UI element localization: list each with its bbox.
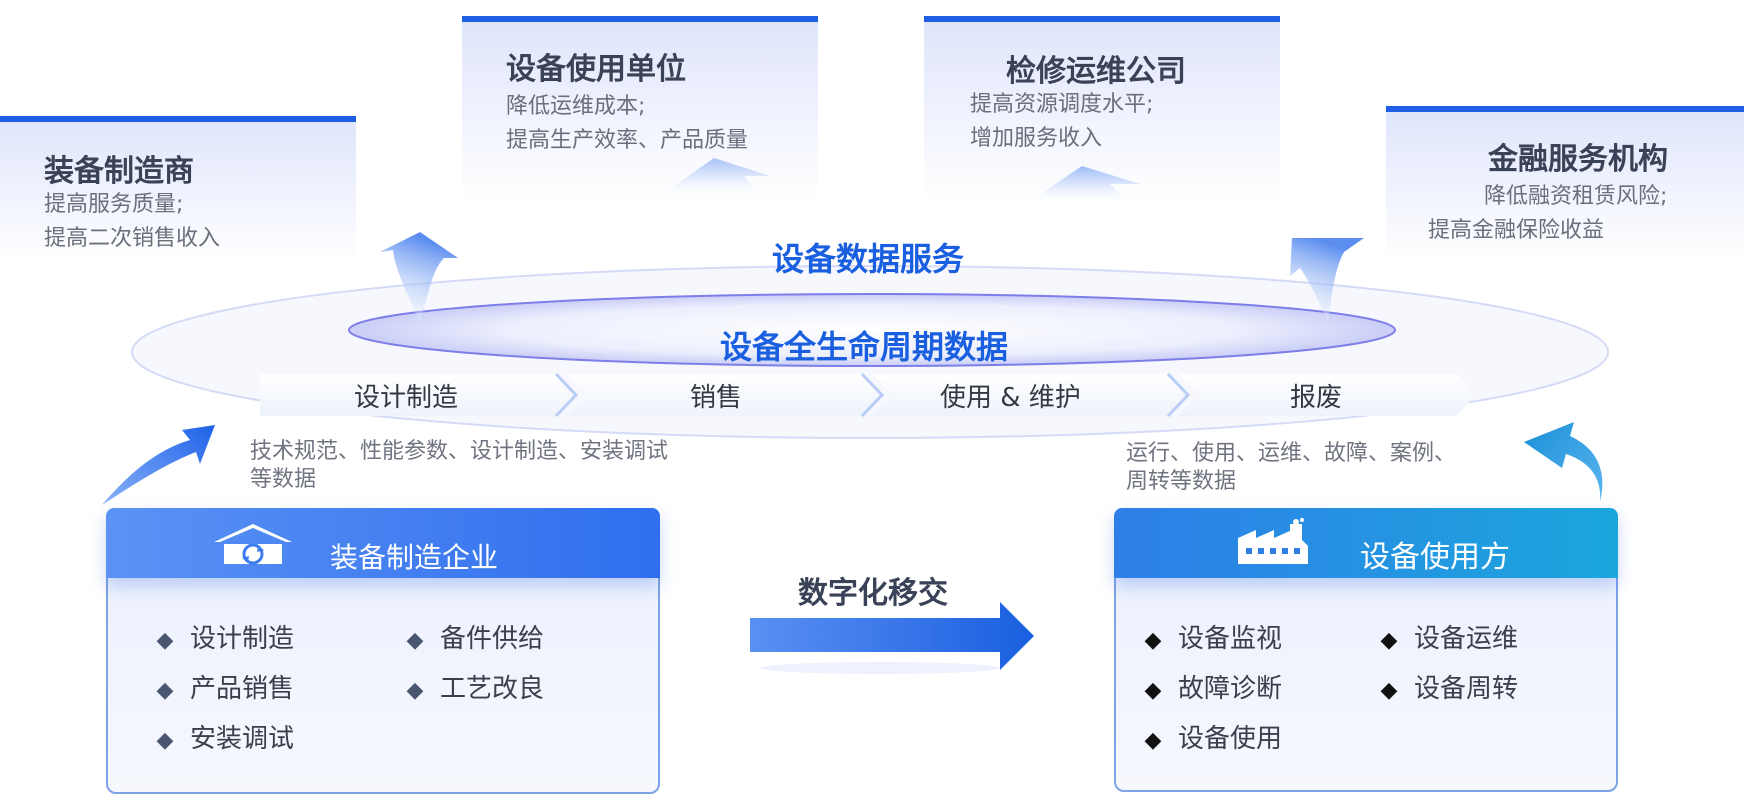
transfer-arrow-shadow bbox=[760, 662, 1000, 674]
transfer-arrow bbox=[750, 602, 1034, 670]
manufacturer-box-header bbox=[106, 508, 660, 578]
card-desc-line: 提高金融保险收益 bbox=[1428, 218, 1605, 243]
factory-house-icon bbox=[212, 522, 294, 572]
user-item: ◆ 故障诊断 bbox=[1142, 668, 1282, 705]
diamond-bullet-icon: ◆ bbox=[156, 728, 174, 753]
user-item: ◆ 设备运维 bbox=[1378, 618, 1518, 655]
stage-scrap: 报废 bbox=[1290, 383, 1343, 413]
card-desc-line: 降低运维成本; bbox=[506, 94, 646, 119]
curved-arrow-left bbox=[102, 425, 215, 505]
digital-transfer-label: 数字化移交 bbox=[798, 576, 948, 611]
diamond-bullet-icon: ◆ bbox=[406, 678, 424, 703]
equipment-user-box-title: 设备使用方 bbox=[1360, 540, 1510, 575]
diamond-bullet-icon: ◆ bbox=[406, 628, 424, 653]
user-data-note-line: 运行、使用、运维、故障、案例、 bbox=[1126, 441, 1457, 466]
manufacturer-box: 装备制造企业 ◆ 设计制造 ◆ 备件供给 ◆ 产品销售 ◆ 工艺改良 ◆ 安装调试 bbox=[106, 508, 660, 794]
curved-arrow-right bbox=[1524, 422, 1603, 502]
user-item-label: 设备运维 bbox=[1414, 624, 1519, 654]
diamond-bullet-icon: ◆ bbox=[1144, 628, 1162, 653]
diamond-bullet-icon: ◆ bbox=[1144, 728, 1162, 753]
up-arrow-right bbox=[1290, 238, 1364, 322]
card-equipment-manufacturer bbox=[0, 116, 356, 262]
user-item: ◆ 设备使用 bbox=[1142, 718, 1282, 755]
manufacturer-item: ◆ 设计制造 bbox=[154, 618, 294, 655]
diamond-bullet-icon: ◆ bbox=[1380, 628, 1398, 653]
equipment-user-box-header bbox=[1114, 508, 1618, 578]
up-arrow-left bbox=[380, 232, 458, 322]
diamond-bullet-icon: ◆ bbox=[156, 628, 174, 653]
manufacturer-item-label: 设计制造 bbox=[190, 624, 295, 654]
card-desc-line: 提高服务质量; bbox=[44, 192, 184, 217]
equipment-user-box: 设备使用方 ◆ 设备监视 ◆ 设备运维 ◆ 故障诊断 ◆ 设备周转 ◆ 设备使用 bbox=[1114, 508, 1618, 792]
card-maintenance-company bbox=[924, 16, 1280, 202]
card-desc-line: 提高资源调度水平; bbox=[970, 92, 1154, 117]
stage-chevrons bbox=[260, 372, 1476, 418]
user-data-note-line: 周转等数据 bbox=[1126, 469, 1237, 494]
manufacturer-item-label: 安装调试 bbox=[190, 724, 295, 754]
card-equipment-user-unit bbox=[462, 16, 818, 202]
card-desc-line: 降低融资租赁风险; bbox=[1484, 184, 1668, 209]
lifecycle-data-label: 设备全生命周期数据 bbox=[720, 328, 1009, 366]
manufacturer-item-label: 产品销售 bbox=[190, 674, 295, 704]
stage-use-maintenance: 使用 & 维护 bbox=[940, 383, 1081, 413]
manufacturer-item-label: 工艺改良 bbox=[440, 674, 545, 704]
diamond-bullet-icon: ◆ bbox=[1380, 678, 1398, 703]
card-financial-institution bbox=[1386, 106, 1744, 262]
card-desc-line: 增加服务收入 bbox=[970, 126, 1103, 151]
user-item-label: 设备监视 bbox=[1178, 624, 1283, 654]
user-item-label: 设备周转 bbox=[1414, 674, 1519, 704]
card-title: 检修运维公司 bbox=[1006, 54, 1186, 89]
manufacturer-item: ◆ 产品销售 bbox=[154, 668, 294, 705]
card-title: 装备制造商 bbox=[44, 154, 194, 189]
user-item-label: 故障诊断 bbox=[1178, 674, 1283, 704]
card-desc-line: 提高生产效率、产品质量 bbox=[506, 128, 749, 153]
diamond-bullet-icon: ◆ bbox=[1144, 678, 1162, 703]
stage-sales: 销售 bbox=[690, 383, 743, 413]
inner-disc bbox=[348, 293, 1396, 367]
manufacturer-box-title: 装备制造企业 bbox=[330, 541, 499, 574]
manufacturer-item: ◆ 工艺改良 bbox=[404, 668, 544, 705]
user-item: ◆ 设备监视 bbox=[1142, 618, 1282, 655]
card-title: 设备使用单位 bbox=[506, 52, 686, 87]
diamond-bullet-icon: ◆ bbox=[156, 678, 174, 703]
factory-icon bbox=[1236, 518, 1314, 572]
user-item: ◆ 设备周转 bbox=[1378, 668, 1518, 705]
manufacturer-data-note-line: 技术规范、性能参数、设计制造、安装调试 bbox=[250, 439, 669, 464]
card-title: 金融服务机构 bbox=[1488, 142, 1668, 177]
user-item-label: 设备使用 bbox=[1178, 724, 1283, 754]
manufacturer-item: ◆ 安装调试 bbox=[154, 718, 294, 755]
manufacturer-item: ◆ 备件供给 bbox=[404, 618, 544, 655]
manufacturer-item-label: 备件供给 bbox=[440, 624, 545, 654]
manufacturer-data-note-line: 等数据 bbox=[250, 467, 317, 492]
card-desc-line: 提高二次销售收入 bbox=[44, 226, 221, 251]
stage-design-manufacturing: 设计制造 bbox=[354, 383, 459, 413]
equipment-data-service-label: 设备数据服务 bbox=[772, 240, 965, 278]
